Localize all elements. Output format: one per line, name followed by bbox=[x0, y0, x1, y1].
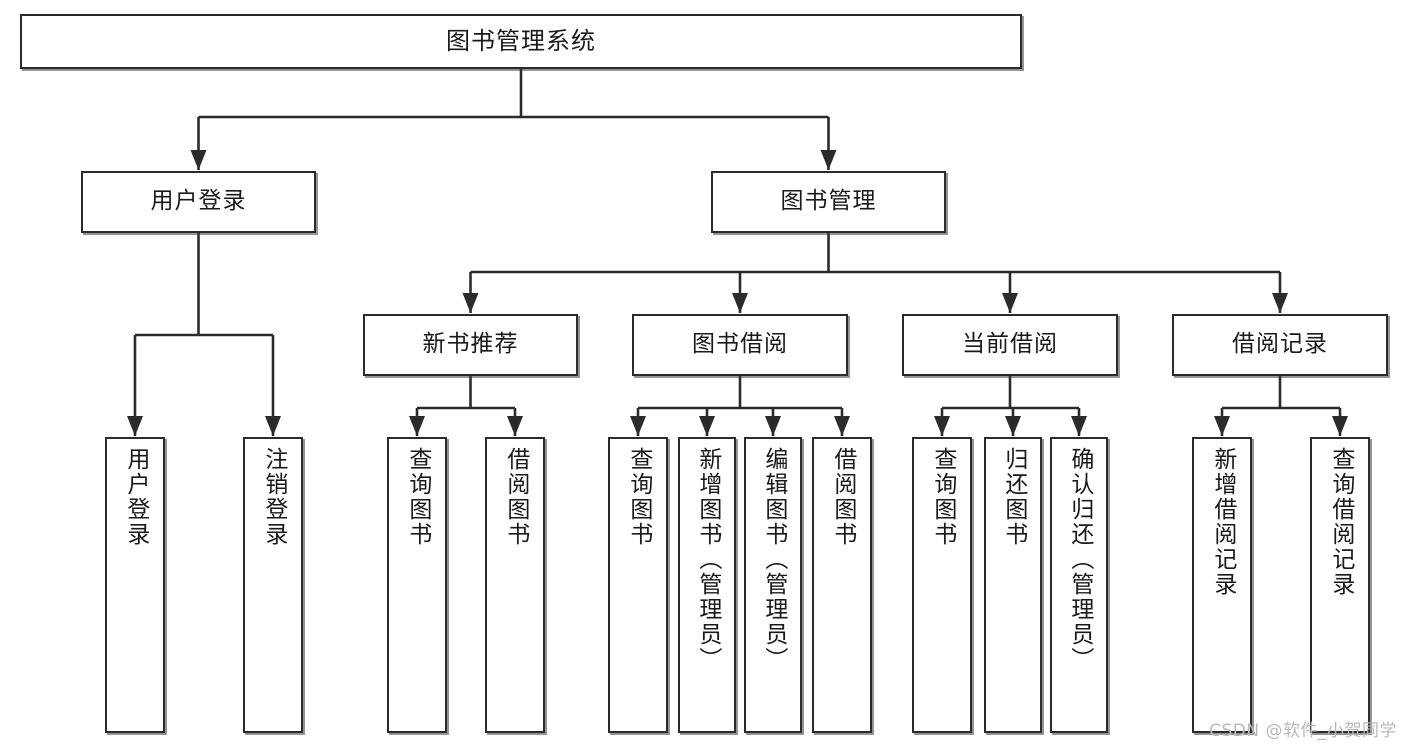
node-leaf_09[interactable]: 查询图书 bbox=[912, 437, 972, 733]
arrow-head-icon bbox=[820, 150, 837, 170]
arrow-head-icon bbox=[765, 416, 781, 436]
node-leaf_13[interactable]: 查询借阅记录 bbox=[1310, 437, 1370, 733]
node-leaf_11[interactable]: 确认归还（管理员） bbox=[1050, 437, 1108, 733]
arrow-head-icon bbox=[1214, 416, 1230, 436]
node-label: 查询图书 bbox=[625, 447, 652, 547]
node-l3_b[interactable]: 图书借阅 bbox=[632, 314, 848, 376]
node-l2_a[interactable]: 用户登录 bbox=[81, 171, 316, 233]
node-label: 查询图书 bbox=[404, 447, 431, 547]
arrow-head-icon bbox=[699, 416, 715, 436]
arrow-head-icon bbox=[190, 150, 207, 170]
arrow-head-icon bbox=[834, 416, 850, 436]
node-label: 新书推荐 bbox=[422, 331, 519, 358]
node-label: 图书管理 bbox=[780, 188, 877, 215]
arrow-head-icon bbox=[630, 416, 646, 436]
node-l3_d[interactable]: 借阅记录 bbox=[1172, 314, 1388, 376]
arrow-head-icon bbox=[1071, 416, 1087, 436]
node-label: 查询借阅记录 bbox=[1327, 447, 1354, 597]
node-label: 归还图书 bbox=[1000, 447, 1027, 547]
arrow-head-icon bbox=[507, 416, 523, 436]
node-label: 借阅记录 bbox=[1232, 331, 1328, 358]
arrow-head-icon bbox=[462, 293, 479, 313]
node-l3_c[interactable]: 当前借阅 bbox=[902, 314, 1118, 376]
node-label: 新增借阅记录 bbox=[1209, 447, 1236, 597]
watermark: CSDN @软件_小贺同学 bbox=[1209, 721, 1397, 741]
node-leaf_02[interactable]: 注销登录 bbox=[243, 437, 303, 733]
node-leaf_05[interactable]: 查询图书 bbox=[608, 437, 668, 733]
node-leaf_04[interactable]: 借阅图书 bbox=[485, 437, 545, 733]
node-leaf_12[interactable]: 新增借阅记录 bbox=[1192, 437, 1252, 733]
node-label: 图书借阅 bbox=[692, 331, 788, 358]
node-root[interactable]: 图书管理系统 bbox=[20, 14, 1022, 69]
arrow-head-icon bbox=[732, 293, 748, 313]
node-label: 注销登录 bbox=[260, 447, 287, 547]
node-label: 查询图书 bbox=[929, 447, 956, 547]
node-label: 用户登录 bbox=[122, 447, 149, 547]
node-leaf_06[interactable]: 新增图书（管理员） bbox=[678, 437, 736, 733]
node-leaf_07[interactable]: 编辑图书（管理员） bbox=[744, 437, 802, 733]
arrow-head-icon bbox=[127, 416, 143, 436]
node-label: 编辑图书（管理员） bbox=[760, 447, 787, 672]
arrow-head-icon bbox=[1272, 293, 1288, 313]
node-label: 用户登录 bbox=[150, 188, 247, 215]
node-label: 确认归还（管理员） bbox=[1066, 447, 1093, 672]
node-leaf_01[interactable]: 用户登录 bbox=[105, 437, 165, 733]
node-leaf_10[interactable]: 归还图书 bbox=[984, 437, 1042, 733]
node-label: 借阅图书 bbox=[502, 447, 529, 547]
arrow-head-icon bbox=[1005, 416, 1021, 436]
arrow-head-icon bbox=[409, 416, 425, 436]
node-l3_a[interactable]: 新书推荐 bbox=[363, 314, 578, 376]
node-label: 新增图书（管理员） bbox=[694, 447, 721, 672]
node-leaf_08[interactable]: 借阅图书 bbox=[812, 437, 872, 733]
node-label: 图书管理系统 bbox=[446, 27, 596, 56]
arrow-head-icon bbox=[265, 416, 281, 436]
arrow-head-icon bbox=[934, 416, 950, 436]
node-leaf_03[interactable]: 查询图书 bbox=[387, 437, 447, 733]
arrow-head-icon bbox=[1002, 293, 1018, 313]
node-l2_b[interactable]: 图书管理 bbox=[711, 171, 946, 233]
node-label: 当前借阅 bbox=[962, 331, 1058, 358]
arrow-head-icon bbox=[1332, 416, 1348, 436]
node-label: 借阅图书 bbox=[829, 447, 856, 547]
